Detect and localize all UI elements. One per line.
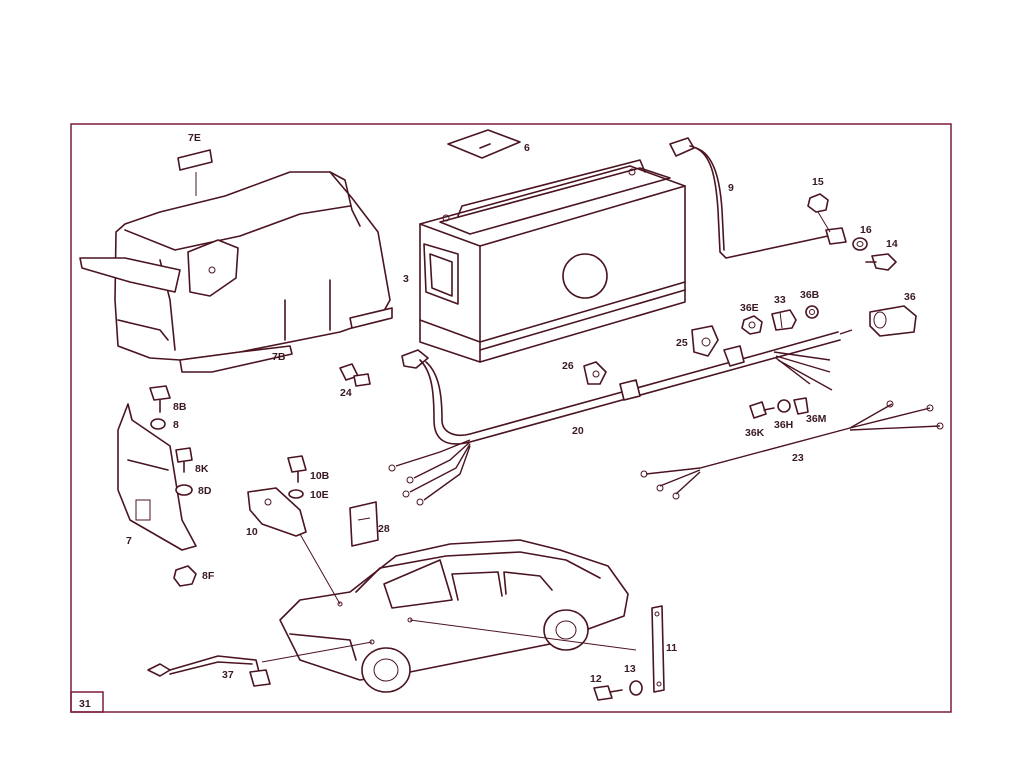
washer-10e xyxy=(288,489,304,499)
callout-9: 9 xyxy=(728,182,734,194)
callout-10b: 10B xyxy=(310,470,330,482)
washer-13 xyxy=(629,680,643,696)
fitting-33 xyxy=(771,309,797,331)
cable-9 xyxy=(669,137,847,259)
page-number: 31 xyxy=(79,698,91,710)
vehicle-outline xyxy=(279,539,629,693)
callout-8: 8 xyxy=(173,419,179,431)
clip-36m xyxy=(793,397,809,415)
callout-33: 33 xyxy=(774,294,786,306)
callout-7: 7 xyxy=(126,535,132,547)
callout-37: 37 xyxy=(222,669,234,681)
nut-8f xyxy=(173,565,197,587)
callout-11: 11 xyxy=(666,642,677,654)
bolt-8b xyxy=(149,385,171,413)
cable-harness-20 xyxy=(388,329,853,506)
callout-6: 6 xyxy=(524,142,530,154)
callout-36m: 36M xyxy=(806,413,827,425)
callout-25: 25 xyxy=(676,337,688,349)
callout-10e: 10E xyxy=(310,489,329,501)
washer-8d xyxy=(175,484,193,496)
callout-36: 36 xyxy=(904,291,916,303)
washer-36h xyxy=(777,399,791,413)
callout-36k: 36K xyxy=(745,427,765,439)
washer-16 xyxy=(852,237,868,251)
nut-15 xyxy=(807,193,831,233)
callout-24: 24 xyxy=(340,387,352,399)
page-number-box xyxy=(70,691,104,713)
bolt-24 xyxy=(339,363,371,387)
callout-14: 14 xyxy=(886,238,898,250)
callout-36b: 36B xyxy=(800,289,820,301)
strip-7e xyxy=(177,149,213,196)
callout-16: 16 xyxy=(860,224,872,236)
bracket-28 xyxy=(349,501,379,547)
battery-3 xyxy=(419,159,686,363)
callout-28: 28 xyxy=(378,523,390,535)
ground-cable-37 xyxy=(147,655,271,687)
callout-8d: 8D xyxy=(198,485,212,497)
callout-20: 20 xyxy=(572,425,584,437)
bolt-36k xyxy=(749,401,775,419)
callout-36h: 36H xyxy=(774,419,793,431)
callout-8b: 8B xyxy=(173,401,187,413)
callout-10: 10 xyxy=(246,526,258,538)
bolt-12 xyxy=(593,685,623,701)
bolt-14 xyxy=(865,253,897,271)
harness-23 xyxy=(640,400,944,500)
callout-26: 26 xyxy=(562,360,574,372)
diagram-frame xyxy=(70,123,952,713)
terminal-cover-6 xyxy=(447,129,521,159)
callout-3: 3 xyxy=(403,273,409,285)
callout-8k: 8K xyxy=(195,463,209,475)
callout-7b: 7B xyxy=(272,351,286,363)
callout-8f: 8F xyxy=(202,570,215,582)
sleeve-36 xyxy=(869,305,917,337)
bolt-8k xyxy=(175,447,193,473)
callout-12: 12 xyxy=(590,673,602,685)
bolt-10b xyxy=(287,455,307,483)
clip-26 xyxy=(583,361,607,385)
nut-36e xyxy=(741,315,763,335)
callout-7e: 7E xyxy=(188,132,201,144)
battery-cover-7b xyxy=(79,171,393,373)
strap-11 xyxy=(651,605,665,693)
callout-23: 23 xyxy=(792,452,804,464)
bracket-7 xyxy=(117,403,197,551)
callout-15: 15 xyxy=(812,176,824,188)
washer-8 xyxy=(150,418,166,430)
washer-36b xyxy=(805,305,819,319)
leader-lines xyxy=(261,533,637,663)
callout-13: 13 xyxy=(624,663,636,675)
bracket-10 xyxy=(247,487,307,537)
clip-25 xyxy=(691,325,719,357)
callout-36e: 36E xyxy=(740,302,759,314)
